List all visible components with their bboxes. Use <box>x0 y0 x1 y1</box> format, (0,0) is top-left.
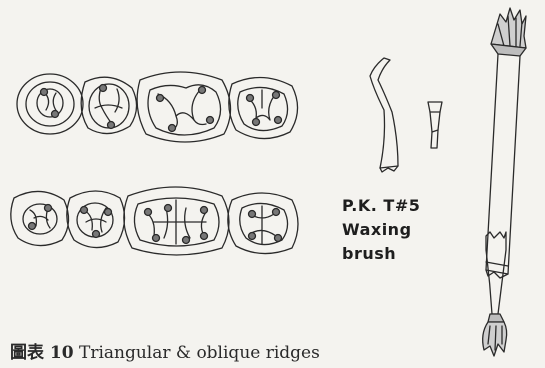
figure-number: 圖表 10 <box>10 343 74 363</box>
upper-tooth-row <box>17 72 298 142</box>
figure-caption-text: Triangular & oblique ridges <box>79 343 320 363</box>
upper-tooth-3 <box>137 72 230 142</box>
lower-tooth-1 <box>11 191 69 245</box>
instrument-label-line3: brush <box>342 242 420 266</box>
lower-tooth-2 <box>67 191 125 248</box>
small-tip-icon <box>428 102 442 148</box>
pkt-instrument-icon <box>370 58 398 172</box>
upper-tooth-1 <box>17 74 83 134</box>
instrument-label-line2: Waxing <box>342 218 420 242</box>
figure-caption: 圖表 10 Triangular & oblique ridges <box>10 338 320 363</box>
lower-tooth-4 <box>228 193 298 254</box>
instrument-label: P.K. T#5 Waxing brush <box>342 194 420 266</box>
instrument-label-line1: P.K. T#5 <box>342 194 420 218</box>
upper-tooth-4 <box>229 77 298 138</box>
lower-tooth-row <box>11 187 298 255</box>
upper-tooth-2 <box>81 77 136 133</box>
lower-tooth-3 <box>124 187 229 255</box>
waxing-brush-lower-icon <box>483 232 507 356</box>
